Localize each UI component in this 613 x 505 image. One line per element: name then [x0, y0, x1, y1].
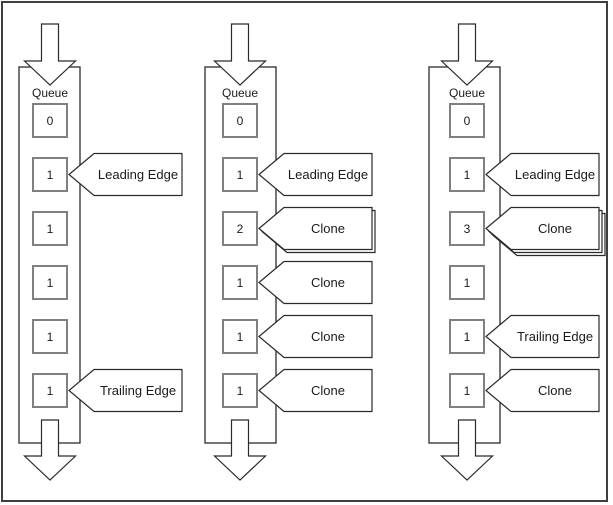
flow-arrow-top	[439, 23, 495, 86]
queue-cell	[449, 211, 485, 246]
callout	[258, 152, 373, 197]
queue-cell	[32, 265, 68, 300]
flow-arrow-bottom	[22, 419, 78, 481]
callout	[68, 152, 183, 197]
cell-value: 1	[464, 276, 471, 290]
queue-cell	[32, 373, 68, 408]
queue-title: Queue	[449, 86, 485, 100]
queue-cell	[32, 211, 68, 246]
cell-value: 1	[464, 384, 471, 398]
flow-arrow-top	[22, 23, 78, 86]
callout	[68, 368, 183, 413]
cell-value: 1	[47, 168, 54, 182]
cell-value: 0	[464, 114, 471, 128]
callout-label: Clone	[538, 383, 572, 398]
cell-value: 0	[237, 114, 244, 128]
callout-label: Clone	[311, 221, 345, 236]
flow-arrow-bottom	[439, 419, 495, 481]
queue-cell	[222, 157, 258, 192]
cell-value: 1	[237, 330, 244, 344]
callout-label: Leading Edge	[515, 167, 595, 182]
queue-cell	[449, 265, 485, 300]
callout	[485, 314, 600, 359]
callout-label: Clone	[311, 383, 345, 398]
cell-value: 3	[464, 222, 471, 236]
callout-label: Trailing Edge	[100, 383, 176, 398]
queue-title: Queue	[32, 86, 68, 100]
cell-value: 1	[47, 384, 54, 398]
callout	[485, 368, 600, 413]
cell-value: 2	[237, 222, 244, 236]
callout	[258, 368, 373, 413]
callout	[258, 260, 373, 305]
cell-value: 1	[237, 276, 244, 290]
callout-label: Leading Edge	[98, 167, 178, 182]
callout	[485, 152, 600, 197]
callout	[258, 206, 373, 251]
queue-cell	[222, 373, 258, 408]
callout	[485, 206, 600, 251]
callout-label: Trailing Edge	[517, 329, 593, 344]
queue-cell	[449, 319, 485, 354]
cell-value: 1	[464, 168, 471, 182]
cell-value: 1	[237, 168, 244, 182]
callout-label: Leading Edge	[288, 167, 368, 182]
queue-cell	[222, 319, 258, 354]
callout-label: Clone	[311, 275, 345, 290]
queue-cell	[449, 103, 485, 138]
flow-arrow-bottom	[212, 419, 268, 481]
cell-value: 1	[464, 330, 471, 344]
cell-value: 0	[47, 114, 54, 128]
queue-cell	[222, 211, 258, 246]
callout-label: Clone	[538, 221, 572, 236]
flow-arrow-top	[212, 23, 268, 86]
cell-value: 1	[47, 330, 54, 344]
callout-label: Clone	[311, 329, 345, 344]
queue-cell	[32, 157, 68, 192]
queue-cell	[32, 103, 68, 138]
queue-cell	[32, 319, 68, 354]
queue-cell	[222, 103, 258, 138]
cell-value: 1	[237, 384, 244, 398]
cell-value: 1	[47, 276, 54, 290]
queue-title: Queue	[222, 86, 258, 100]
callout	[258, 314, 373, 359]
queue-cell	[222, 265, 258, 300]
queue-cell	[449, 157, 485, 192]
cell-value: 1	[47, 222, 54, 236]
queue-cell	[449, 373, 485, 408]
